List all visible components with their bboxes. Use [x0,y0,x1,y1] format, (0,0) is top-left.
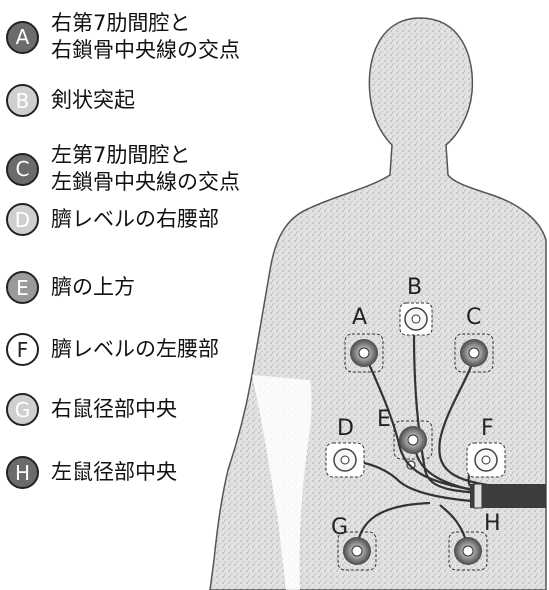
badge-h: H [6,456,39,489]
legend-text-h: 左鼠径部中央 [51,459,177,486]
torso-figure: A B C D E F G H [200,0,549,590]
legend-text-e: 臍の上方 [51,274,135,301]
label-e: E [377,407,391,432]
legend-text-g: 右鼠径部中央 [51,396,177,423]
label-a: A [352,305,367,330]
label-f: F [481,416,494,441]
legend-item-g: G 右鼠径部中央 [6,393,177,426]
badge-f: F [6,333,39,366]
badge-a: A [6,21,39,54]
label-h: H [484,511,501,536]
legend-text-d: 臍レベルの右腰部 [51,206,219,233]
label-b: B [407,275,422,300]
legend-text-f: 臍レベルの左腰部 [51,336,219,363]
badge-g: G [6,393,39,426]
badge-e: E [6,271,39,304]
electrode-f [467,443,505,477]
badge-c: C [6,153,39,186]
badge-b: B [6,84,39,117]
legend-item-b: B 剣状突起 [6,84,135,117]
legend-item-d: D 臍レベルの右腰部 [6,203,219,236]
electrode-b [400,303,432,335]
electrode-d [326,443,364,477]
label-c: C [466,305,481,330]
label-g: G [331,515,348,540]
legend-item-e: E 臍の上方 [6,271,135,304]
cable-clip [474,484,482,508]
badge-d: D [6,203,39,236]
legend-text-b: 剣状突起 [51,87,135,114]
legend-item-f: F 臍レベルの左腰部 [6,333,219,366]
label-d: D [337,416,354,441]
legend-item-h: H 左鼠径部中央 [6,456,177,489]
